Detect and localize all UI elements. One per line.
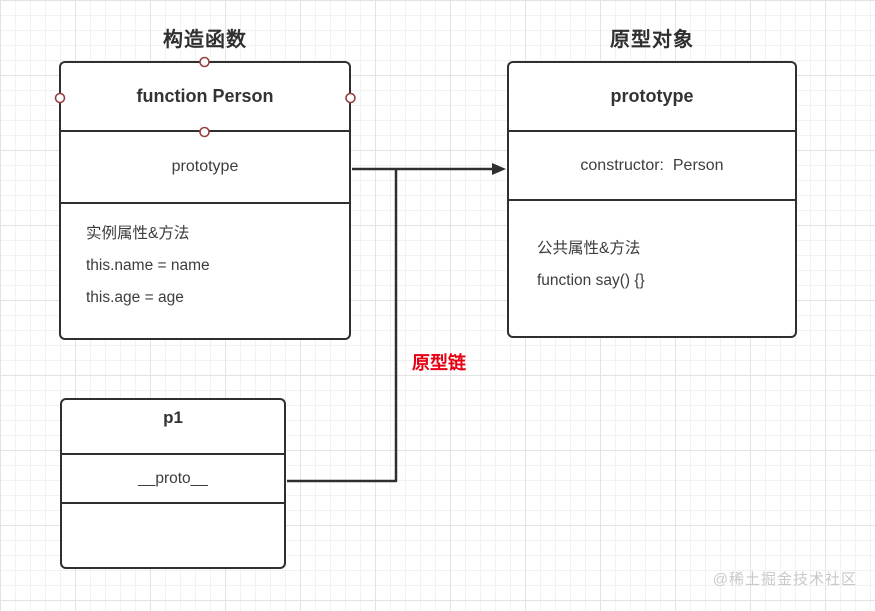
- prototype-field-row: prototype: [61, 132, 349, 204]
- prototype-field-label: prototype: [171, 158, 239, 175]
- constructor-group-title: 构造函数: [163, 29, 247, 51]
- p1-title-row: p1: [62, 400, 284, 455]
- prototype-title-row: prototype: [509, 63, 795, 132]
- function-person-title: function Person: [136, 86, 274, 106]
- prototype-group-title: 原型对象: [610, 29, 694, 51]
- instance-member-age: this.age = age: [86, 289, 184, 306]
- watermark: @稀土掘金技术社区: [712, 571, 857, 588]
- p1-title: p1: [163, 408, 183, 427]
- proto-field-label: __proto__: [138, 469, 208, 487]
- instance-members-heading: 实例属性&方法: [86, 225, 190, 242]
- proto-field-row: __proto__: [62, 455, 284, 504]
- function-person-box[interactable]: function Person prototype 实例属性&方法 this.n…: [59, 61, 351, 340]
- instance-member-name: this.name = name: [86, 257, 210, 274]
- prototype-chain-label[interactable]: 原型链: [412, 353, 466, 373]
- p1-instance-box[interactable]: p1 __proto__: [60, 398, 286, 569]
- prototype-object-box[interactable]: prototype constructor: Person 公共属性&方法 fu…: [507, 61, 797, 338]
- instance-members-row: 实例属性&方法 this.name = name this.age = age: [61, 204, 349, 338]
- constructor-field-label: constructor: Person: [580, 156, 724, 174]
- function-person-title-row: function Person: [61, 63, 349, 132]
- shared-members-row: 公共属性&方法 function say() {}: [509, 201, 795, 336]
- p1-empty-row: [62, 504, 284, 567]
- shared-members-heading: 公共属性&方法: [537, 240, 641, 257]
- prototype-arrow-head: [492, 163, 506, 175]
- constructor-field-row: constructor: Person: [509, 132, 795, 201]
- prototype-box-title: prototype: [610, 86, 694, 106]
- shared-member-say: function say() {}: [537, 272, 645, 289]
